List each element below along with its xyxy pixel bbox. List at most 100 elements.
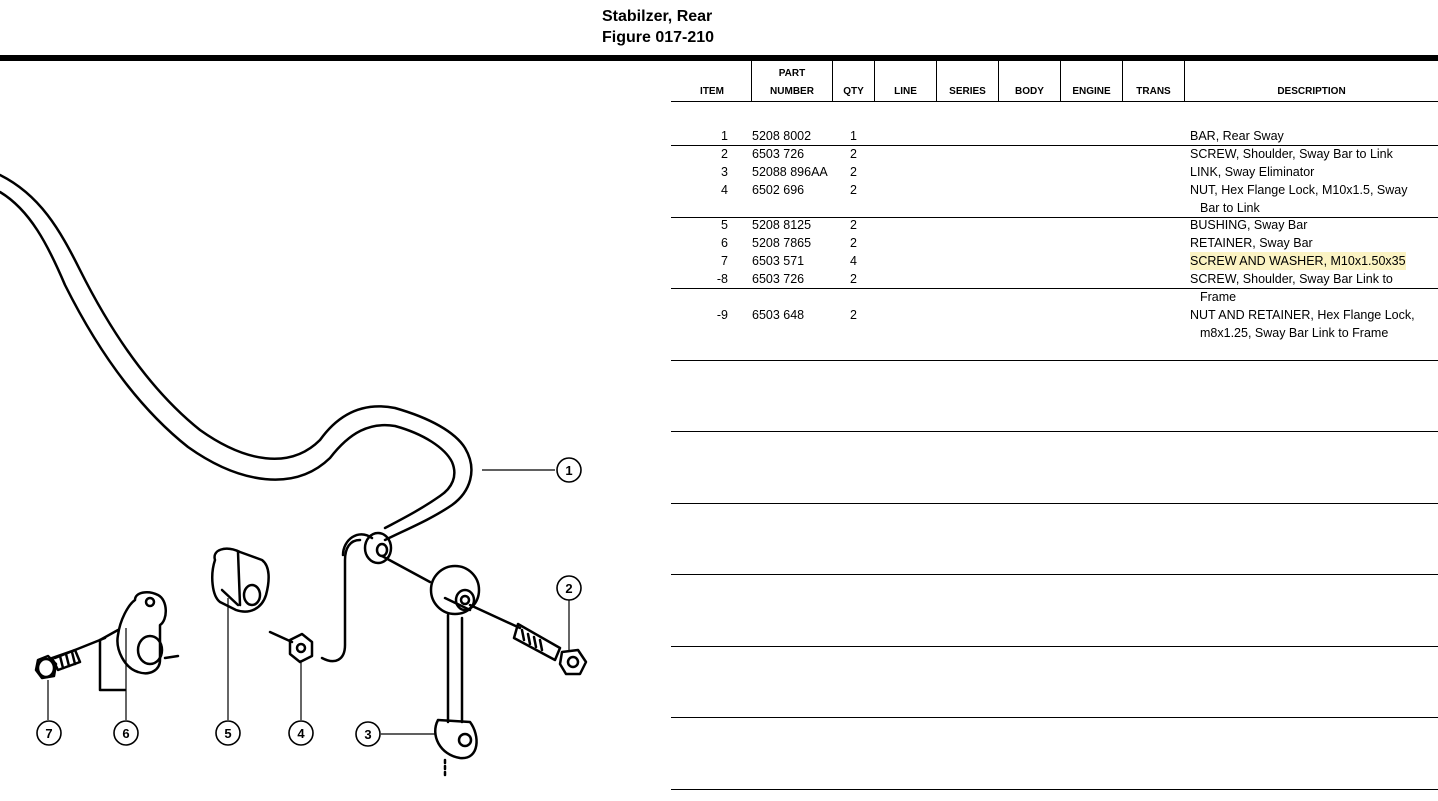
callout-6 xyxy=(113,720,139,746)
header-divider xyxy=(751,61,752,102)
row-group-rule xyxy=(671,717,1438,718)
row-group-rule xyxy=(671,646,1438,647)
header-qty: QTY xyxy=(843,86,864,97)
hex-nut xyxy=(268,630,294,644)
callout-label: 6 xyxy=(122,726,129,741)
header-bottom-rule xyxy=(671,101,1438,102)
description: BAR, Rear Sway xyxy=(1190,129,1284,143)
row-group-rule xyxy=(671,574,1438,575)
header-divider xyxy=(936,61,937,102)
shoulder-screw xyxy=(468,603,522,630)
header-trans: TRANS xyxy=(1136,86,1171,97)
description: RETAINER, Sway Bar xyxy=(1190,236,1313,250)
figure-title: Stabilzer, Rear Figure 017-210 xyxy=(602,6,714,48)
part-number: 6503 571 xyxy=(752,254,805,268)
row-group-rule xyxy=(671,431,1438,432)
item-number: 1 xyxy=(721,129,728,143)
row-group-rule xyxy=(671,360,1438,361)
header-divider xyxy=(1060,61,1061,102)
quantity: 2 xyxy=(850,165,857,179)
header-series: SERIES xyxy=(949,86,986,97)
description-continued: Bar to Link xyxy=(1200,201,1260,215)
part-number: 5208 8125 xyxy=(752,218,812,232)
sway-bar-bushing xyxy=(211,547,270,613)
screw-head xyxy=(558,648,588,676)
quantity: 2 xyxy=(850,308,857,322)
description: SCREW, Shoulder, Sway Bar Link to xyxy=(1190,272,1393,286)
header-engine: ENGINE xyxy=(1072,86,1111,97)
header-body: BODY xyxy=(1015,86,1044,97)
quantity: 1 xyxy=(850,129,857,143)
part-number: 52088 896AA xyxy=(752,165,828,179)
item-number: 6 xyxy=(721,236,728,250)
part-number: 6502 696 xyxy=(752,183,805,197)
callout-label: 7 xyxy=(45,726,52,741)
part-number: 5208 7865 xyxy=(752,236,812,250)
item-number: 5 xyxy=(721,218,728,232)
callout-label: 5 xyxy=(224,726,231,741)
sway-bar-retainer xyxy=(116,591,167,675)
callout-label: 4 xyxy=(297,726,305,741)
callout-label: 3 xyxy=(364,727,371,742)
description: LINK, Sway Eliminator xyxy=(1190,165,1315,179)
callout-label: 2 xyxy=(565,581,572,596)
callout-1 xyxy=(556,457,582,483)
sway-link xyxy=(380,554,432,584)
header-divider xyxy=(998,61,999,102)
callout-5 xyxy=(215,720,241,746)
description: BUSHING, Sway Bar xyxy=(1190,218,1308,232)
description: NUT, Hex Flange Lock, M10x1.5, Sway xyxy=(1190,183,1408,197)
page-title: Stabilzer, Rear xyxy=(602,8,713,25)
part-number: 6503 726 xyxy=(752,147,805,161)
callout-7 xyxy=(36,720,62,746)
description-highlighted: SCREW AND WASHER, M10x1.50x35 xyxy=(1190,252,1406,270)
item-number: 4 xyxy=(721,183,728,197)
row-group-rule xyxy=(671,145,1438,146)
sway-bar-arm xyxy=(320,538,362,663)
quantity: 2 xyxy=(850,218,857,232)
header-divider xyxy=(832,61,833,102)
bar-end-bushing xyxy=(363,531,393,565)
link-upper-eye xyxy=(429,564,481,616)
header-item: ITEM xyxy=(700,86,724,97)
description-continued: m8x1.25, Sway Bar Link to Frame xyxy=(1200,326,1389,340)
figure-number: Figure 017-210 xyxy=(602,29,715,46)
row-group-rule xyxy=(671,503,1438,504)
callout-3 xyxy=(355,721,381,747)
exploded-diagram: 1 2 3 4 5 6 7 xyxy=(0,173,588,777)
header-line: LINE xyxy=(894,86,917,97)
item-number: -8 xyxy=(716,272,728,286)
part-number: 5208 8002 xyxy=(752,129,812,143)
part-number: 6503 726 xyxy=(752,272,805,286)
quantity: 2 xyxy=(850,236,857,250)
description: NUT AND RETAINER, Hex Flange Lock, xyxy=(1190,308,1415,322)
header-divider xyxy=(1184,61,1185,102)
header-part-line2: NUMBER xyxy=(770,86,814,97)
header-divider xyxy=(1122,61,1123,102)
item-number: -9 xyxy=(716,308,728,322)
row-group-rule xyxy=(671,217,1438,218)
row-group-rule xyxy=(671,288,1438,289)
header-part-line1: PART xyxy=(778,68,806,79)
callout-2 xyxy=(556,575,582,601)
callout-4 xyxy=(288,720,314,746)
sway-bar xyxy=(0,173,473,542)
description-continued: Frame xyxy=(1200,290,1237,304)
header-description: DESCRIPTION xyxy=(1277,86,1346,97)
item-number: 7 xyxy=(721,254,728,268)
quantity: 4 xyxy=(850,254,857,268)
description: SCREW, Shoulder, Sway Bar to Link xyxy=(1190,147,1393,161)
item-number: 2 xyxy=(721,147,728,161)
part-number: 6503 648 xyxy=(752,308,805,322)
quantity: 2 xyxy=(850,272,857,286)
link-lower-eye xyxy=(434,718,478,760)
item-number: 3 xyxy=(721,165,728,179)
quantity: 2 xyxy=(850,183,857,197)
quantity: 2 xyxy=(850,147,857,161)
sway-bar-inner xyxy=(0,190,456,530)
callout-label: 1 xyxy=(565,463,572,478)
header-divider xyxy=(874,61,875,102)
header-rule xyxy=(0,55,1438,61)
row-group-rule xyxy=(671,789,1438,790)
